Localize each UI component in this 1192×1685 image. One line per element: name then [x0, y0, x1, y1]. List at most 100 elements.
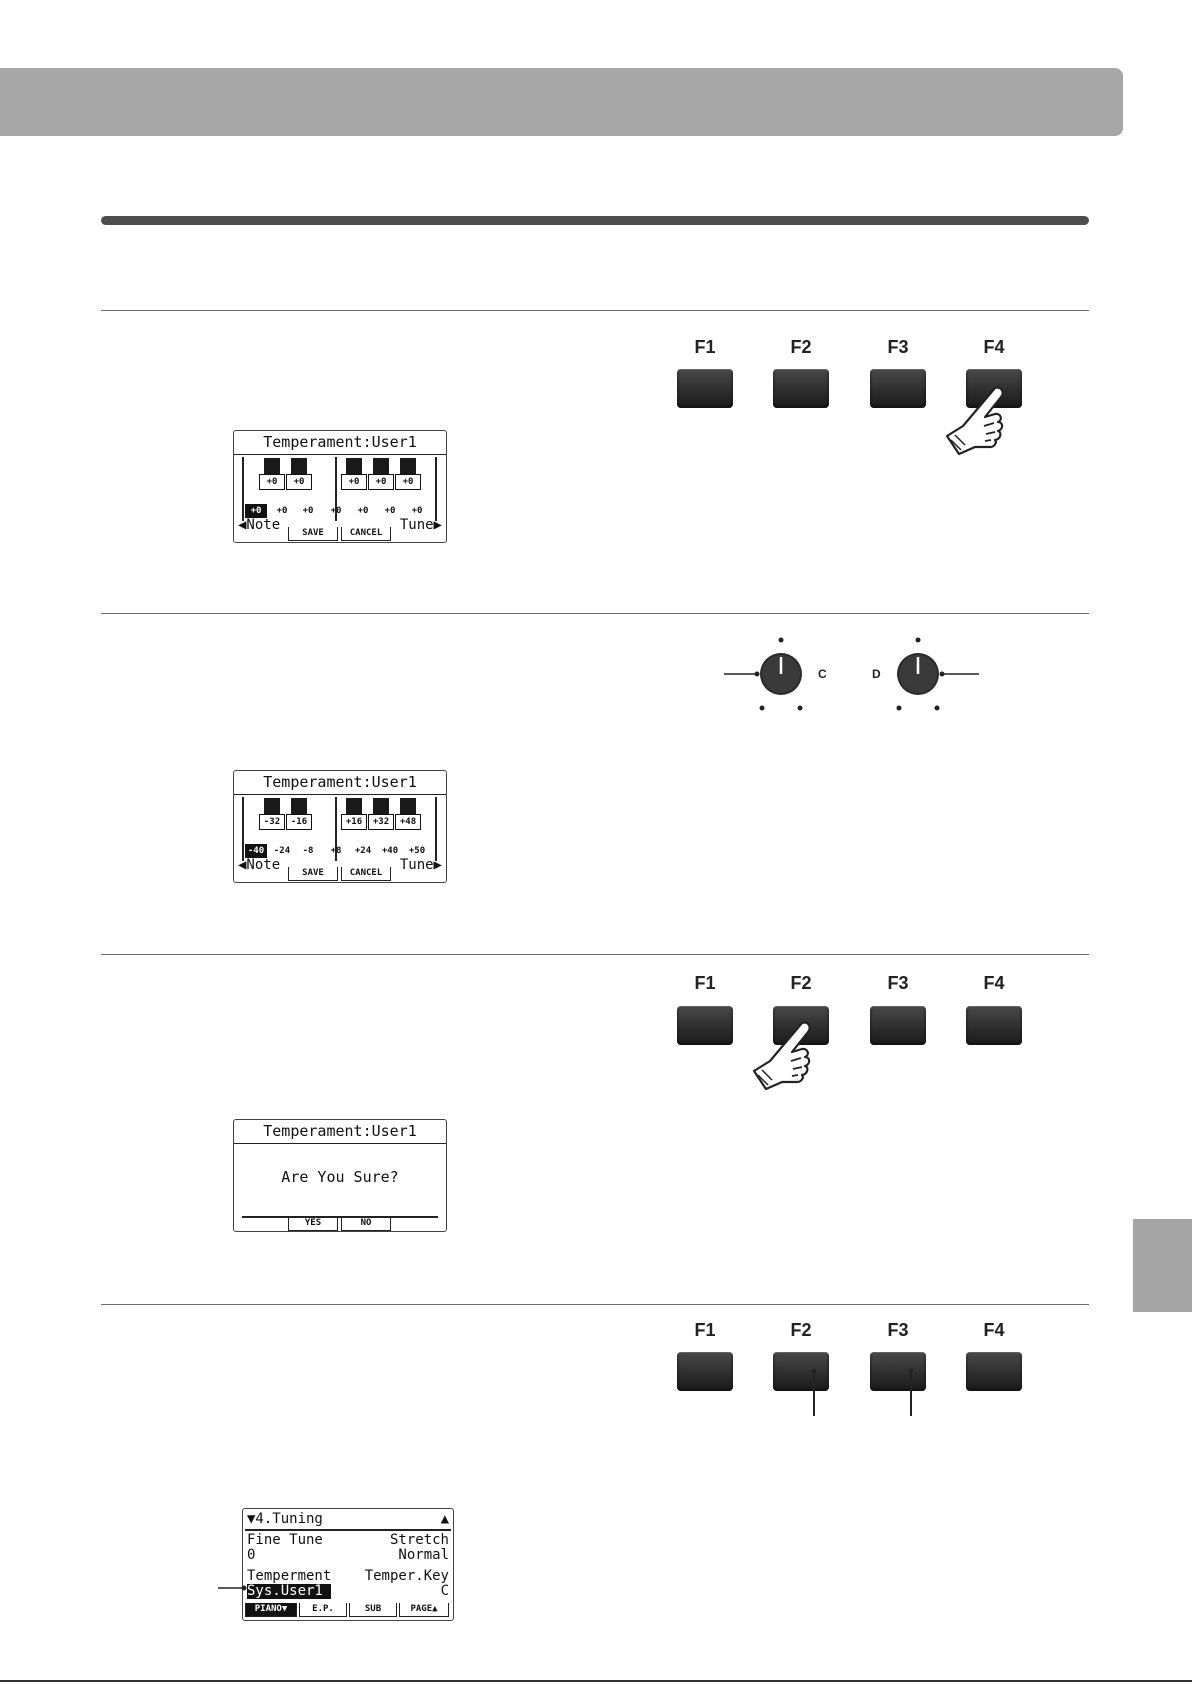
ep-softkey: E.P.	[299, 1603, 347, 1617]
piano-softkey: PIANO▼	[245, 1603, 297, 1617]
lcd-border-right	[435, 457, 437, 521]
f1-button[interactable]	[677, 1006, 733, 1045]
f4-label: F4	[983, 337, 1005, 357]
f2-label: F2	[790, 973, 812, 993]
temperament-label: Temperment	[247, 1568, 332, 1584]
step-divider-3	[101, 954, 1089, 955]
black-key-cent-value: +0	[259, 474, 285, 490]
tune-label: Tune▶	[399, 517, 442, 533]
lcd-screen-tuning-menu: ▼4.Tuning ▲ Fine Tune Stretch 0 Normal T…	[242, 1508, 454, 1621]
lcd-screen-edit-temperament: Temperament:User1 +0 +0 +0 +0 +0 +0 +0 +…	[233, 430, 447, 543]
f3-button[interactable]	[870, 1352, 926, 1391]
white-key-cent-value: +8	[330, 846, 342, 856]
step-divider-2	[101, 613, 1089, 614]
white-key-cent-value: +0	[330, 506, 342, 516]
stretch-value: Normal	[398, 1547, 449, 1563]
temper-key-label: Temper.Key	[364, 1568, 449, 1584]
no-softkey: NO	[341, 1217, 391, 1231]
temperament-value-selected: Sys.User1	[247, 1584, 331, 1599]
white-key-cent-value: +0	[302, 506, 314, 516]
save-softkey: SAVE	[288, 527, 338, 541]
lcd-border-left	[242, 797, 244, 861]
knob-c[interactable]	[724, 637, 803, 711]
f1-button[interactable]	[677, 369, 733, 408]
tuning-page-title: ▼4.Tuning	[247, 1511, 323, 1527]
black-key-cent-value: +32	[368, 814, 394, 830]
f2-callout-line	[813, 1371, 815, 1416]
knob-d[interactable]	[896, 637, 980, 711]
note-label: ◀Note	[238, 857, 281, 873]
page-up-arrow-icon: ▲	[440, 1511, 449, 1527]
black-key-cent-value: -32	[259, 814, 285, 830]
fine-tune-value: 0	[247, 1547, 256, 1563]
step-divider-4	[101, 1304, 1089, 1305]
f3-button[interactable]	[870, 369, 926, 408]
black-key-cent-value: +0	[286, 474, 312, 490]
lcd-screen-confirm: Temperament:User1 Are You Sure? YES NO	[233, 1119, 447, 1232]
black-key-cent-value: +0	[341, 474, 367, 490]
f2-label: F2	[790, 337, 812, 357]
white-key-cent-value-selected: -40	[245, 844, 267, 858]
cancel-softkey: CANCEL	[341, 867, 391, 881]
knob-d-label: D	[872, 667, 881, 681]
pressing-hand-icon	[945, 386, 1004, 456]
f4-button[interactable]	[966, 1006, 1022, 1045]
black-key-cent-value: +0	[395, 474, 421, 490]
lcd-octave-divider	[335, 797, 337, 861]
white-key-cent-value: +0	[357, 506, 369, 516]
save-softkey: SAVE	[288, 867, 338, 881]
f4-label: F4	[983, 1320, 1005, 1340]
step-divider-1	[101, 310, 1089, 311]
f1-button[interactable]	[677, 1352, 733, 1391]
yes-softkey: YES	[288, 1217, 338, 1231]
rotary-knobs-diagram	[724, 637, 980, 711]
chapter-side-tab	[1133, 1219, 1192, 1312]
lcd-title: Temperament:User1	[234, 773, 446, 795]
f2-button[interactable]	[773, 1352, 829, 1391]
white-key-cent-value: +0	[411, 506, 423, 516]
f3-label: F3	[887, 1320, 909, 1340]
f3-button[interactable]	[870, 1006, 926, 1045]
page-softkey: PAGE▲	[399, 1603, 449, 1617]
lcd-title: Temperament:User1	[234, 1122, 446, 1144]
lcd-title: Temperament:User1	[234, 433, 446, 455]
lcd-border-left	[242, 457, 244, 521]
knob-c-label: C	[818, 667, 827, 681]
white-key-cent-value-selected: +0	[245, 504, 267, 518]
lcd-screen-adjusted-temperament: Temperament:User1 -32 -16 +16 +32 +48 -4…	[233, 770, 447, 883]
temper-key-value: C	[440, 1583, 449, 1599]
black-key-cent-value: -16	[286, 814, 312, 830]
lcd-border-right	[435, 797, 437, 861]
callout-pointer	[218, 1585, 247, 1591]
f1-label: F1	[694, 1320, 716, 1340]
white-key-cent-value: +40	[381, 846, 399, 856]
black-key-cent-value: +48	[395, 814, 421, 830]
white-key-cent-value: -8	[302, 846, 314, 856]
tune-label: Tune▶	[399, 857, 442, 873]
f3-callout-line	[910, 1371, 912, 1416]
f2-label: F2	[790, 1320, 812, 1340]
black-key-cent-value: +16	[341, 814, 367, 830]
f4-button[interactable]	[966, 1352, 1022, 1391]
white-key-cent-value: -24	[273, 846, 291, 856]
f3-label: F3	[887, 973, 909, 993]
f3-label: F3	[887, 337, 909, 357]
lcd-title-underline	[245, 1529, 451, 1531]
white-key-cent-value: +0	[276, 506, 288, 516]
white-key-cent-value: +0	[384, 506, 396, 516]
f2-button[interactable]	[773, 369, 829, 408]
note-label: ◀Note	[238, 517, 281, 533]
lcd-octave-divider	[335, 457, 337, 521]
f1-label: F1	[694, 337, 716, 357]
cancel-softkey: CANCEL	[341, 527, 391, 541]
section-heading-rule	[101, 216, 1089, 225]
f4-label: F4	[983, 973, 1005, 993]
black-key-cent-value: +0	[368, 474, 394, 490]
white-key-cent-value: +24	[354, 846, 372, 856]
confirm-message: Are You Sure?	[281, 1168, 399, 1186]
softkey-baseline	[242, 1216, 438, 1218]
chapter-header-bar	[0, 68, 1123, 136]
footer-rule	[0, 1680, 1192, 1682]
stretch-label: Stretch	[389, 1532, 449, 1548]
white-key-cent-value: +50	[408, 846, 426, 856]
